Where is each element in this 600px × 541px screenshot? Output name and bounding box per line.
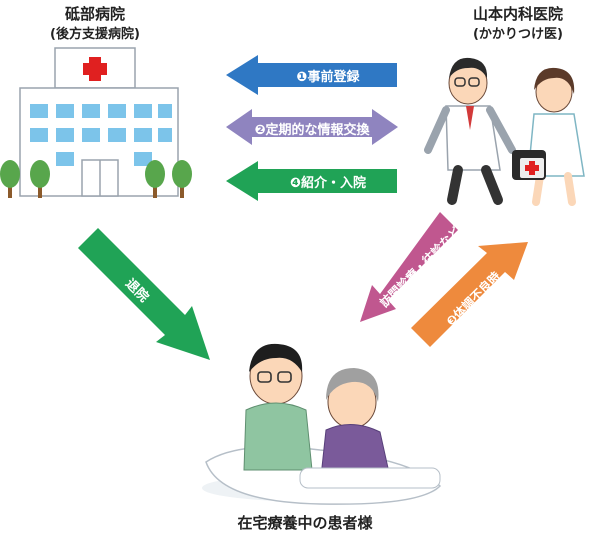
doctor-nurse-illustration: [424, 57, 585, 206]
arrow-info-exchange: [226, 109, 398, 145]
arrow-condition: [411, 242, 528, 347]
arrow-referral-label: ❹紹介・入院: [289, 176, 366, 191]
patient-family-illustration: [202, 343, 442, 505]
tree-icon: [0, 160, 192, 198]
hospital-role: (後方支援病院): [50, 27, 140, 42]
arrow-referral: [226, 161, 397, 201]
arrow-registration-label: ❶事前登録: [296, 70, 360, 85]
hospital-name: 砥部病院: [64, 5, 125, 23]
arrow-home-visit: [360, 212, 458, 322]
arrow-discharge: [78, 228, 210, 360]
hospital-illustration: [0, 47, 192, 198]
clinic-role: (かかりつけ医): [472, 27, 563, 42]
arrow-info-exchange-label: ❷定期的な情報交換: [254, 123, 370, 138]
arrow-registration: [226, 55, 397, 95]
patient-label: 在宅療養中の患者様: [237, 514, 373, 532]
clinic-name: 山本内科医院: [472, 5, 563, 23]
